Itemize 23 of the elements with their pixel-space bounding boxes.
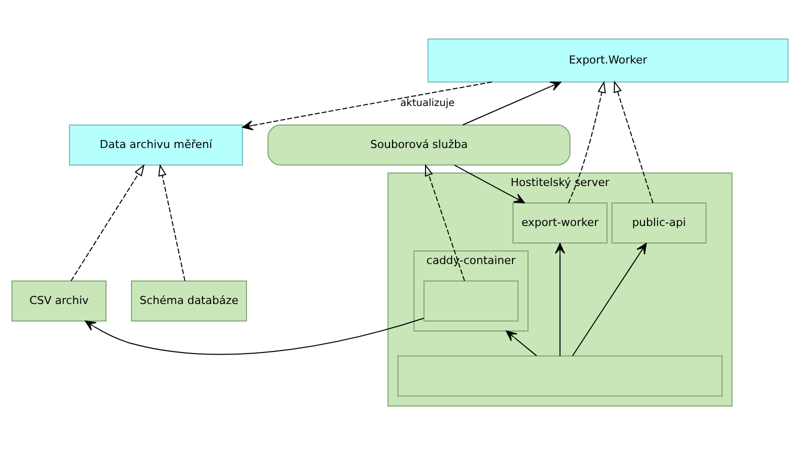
node-box: Export.Worker (428, 38, 788, 82)
arrow (572, 242, 647, 356)
arrow (462, 82, 562, 126)
arrow (158, 164, 186, 282)
node-box: export-worker (512, 202, 608, 244)
arrow (614, 80, 654, 204)
node-box: Schéma databáze (131, 280, 247, 322)
cluster: caddy-container (414, 250, 528, 332)
node-box: public-api (612, 202, 706, 244)
edge-label: aktualizuje (400, 98, 455, 109)
arrow (84, 318, 424, 355)
node-box: CSV archiv (12, 280, 106, 322)
arrow (568, 80, 606, 204)
arrow (454, 164, 525, 204)
arrow (70, 164, 145, 282)
node-box (398, 356, 722, 396)
node-box: Souborová služba (268, 124, 570, 166)
arrow (506, 330, 538, 356)
node-box: Data archivu měření (69, 124, 243, 166)
node-box (424, 280, 518, 322)
arrow (555, 242, 565, 356)
arrow (242, 82, 492, 130)
arrow (424, 164, 466, 282)
